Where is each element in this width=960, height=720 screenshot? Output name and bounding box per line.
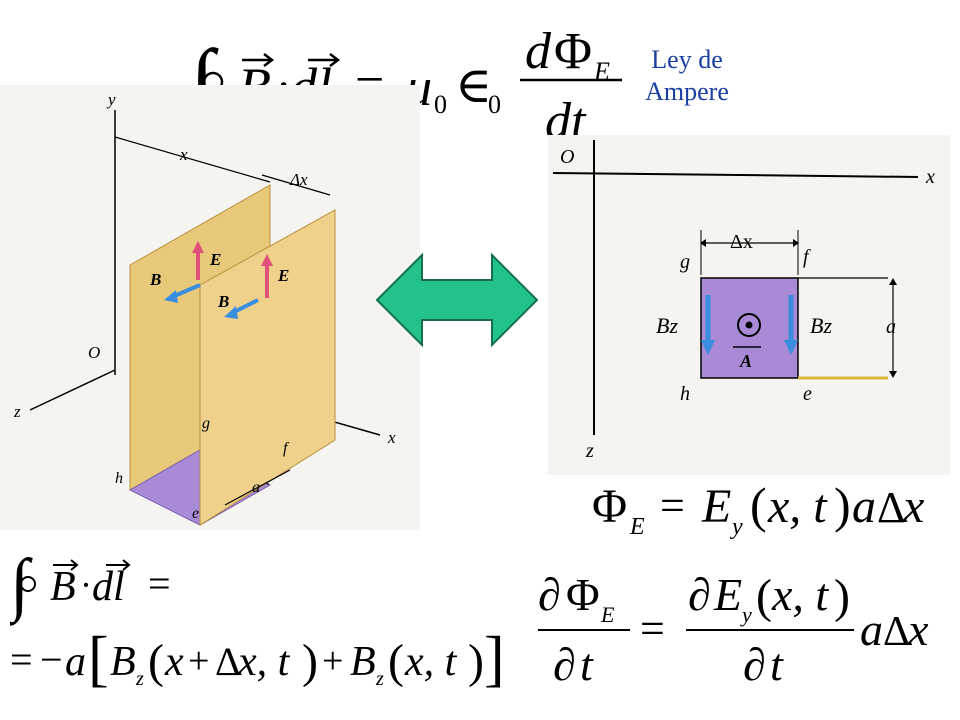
svg-text:x: x xyxy=(164,639,184,685)
corner-h: h xyxy=(115,470,123,487)
flux-equation: Φ E = E y ( x, t ) a Δ x xyxy=(592,477,924,540)
dx-dimension-label: Δx xyxy=(730,231,753,253)
svg-text:∂: ∂ xyxy=(688,569,711,620)
x-axis-label: x xyxy=(925,166,935,188)
corner-h: h xyxy=(680,383,690,405)
area-vector-label: A xyxy=(739,351,752,371)
svg-text:Φ: Φ xyxy=(554,23,592,80)
b-label-2: B xyxy=(217,292,229,311)
b-label-1: B xyxy=(149,270,161,289)
svg-text:]: ] xyxy=(484,625,505,693)
svg-text:z: z xyxy=(375,668,384,690)
svg-text:−: − xyxy=(40,637,63,682)
svg-text:a: a xyxy=(860,604,883,655)
corner-g: g xyxy=(680,251,690,273)
svg-text:t: t xyxy=(770,639,784,690)
svg-text:a: a xyxy=(852,480,876,533)
svg-text:+: + xyxy=(188,640,209,682)
corner-f: f xyxy=(803,246,811,268)
svg-text:Φ: Φ xyxy=(566,569,600,620)
svg-text:z: z xyxy=(135,668,144,690)
bz-label-right: Bz xyxy=(810,313,832,338)
law-label-line2: Ampere xyxy=(645,77,729,106)
svg-text:dl: dl xyxy=(92,564,125,610)
svg-text:x, t: x, t xyxy=(771,569,829,620)
svg-text:·: · xyxy=(80,565,92,605)
loop-integral-equation: ∫ B · dl = = − a [ B z ( x + Δ x, t ) + … xyxy=(10,546,505,693)
svg-text:Φ: Φ xyxy=(592,480,627,533)
svg-text:E: E xyxy=(593,57,610,86)
corner-e: e xyxy=(803,383,812,405)
equivalence-double-arrow xyxy=(375,252,539,348)
svg-text:): ) xyxy=(468,635,484,688)
plate-front xyxy=(199,209,336,526)
svg-text:(: ( xyxy=(750,477,767,533)
svg-text:=: = xyxy=(10,637,33,682)
svg-text:=: = xyxy=(640,604,665,653)
svg-text:x, t: x, t xyxy=(237,639,291,685)
a-dimension-label: a xyxy=(886,316,896,338)
svg-text:E: E xyxy=(713,569,742,620)
origin-label: O xyxy=(560,146,574,168)
svg-text:Δ: Δ xyxy=(877,483,905,532)
svg-text:x, t: x, t xyxy=(767,480,828,533)
svg-text:y: y xyxy=(740,602,752,627)
law-label: Ley de Ampere xyxy=(632,44,742,108)
svg-text:): ) xyxy=(834,570,850,623)
e-label-1: E xyxy=(209,250,221,269)
x-axis-label: x xyxy=(387,428,396,447)
corner-e: e xyxy=(192,505,199,522)
svg-text:=: = xyxy=(148,561,171,606)
svg-text:∂: ∂ xyxy=(553,639,576,690)
svg-text:E: E xyxy=(629,514,645,540)
svg-text:B: B xyxy=(50,564,76,610)
svg-text:0: 0 xyxy=(488,90,501,119)
corner-f: f xyxy=(283,440,290,457)
svg-text:d: d xyxy=(525,23,552,80)
svg-text:B: B xyxy=(110,639,136,685)
origin-label: O xyxy=(88,343,100,362)
svg-text:x: x xyxy=(902,480,924,533)
law-label-line1: Ley de xyxy=(651,45,723,74)
svg-text:): ) xyxy=(302,635,318,688)
svg-text:a: a xyxy=(65,639,86,685)
svg-text:): ) xyxy=(834,477,851,533)
svg-text:Δ: Δ xyxy=(215,639,241,684)
out-of-page-icon xyxy=(737,313,761,337)
svg-text:∂: ∂ xyxy=(743,639,766,690)
svg-text:E: E xyxy=(600,602,615,627)
svg-text:B: B xyxy=(350,639,376,685)
svg-text:y: y xyxy=(730,514,743,540)
svg-text:x, t: x, t xyxy=(404,639,458,685)
svg-text:0: 0 xyxy=(434,90,447,119)
svg-text:∂: ∂ xyxy=(538,569,561,620)
svg-text:∈: ∈ xyxy=(455,57,492,113)
z-axis-label: z xyxy=(13,402,21,421)
svg-text:t: t xyxy=(580,639,594,690)
flux-derivative-equation: ∂ Φ E ∂ t = ∂ E y ( x, t ) ∂ t a Δ x xyxy=(538,569,929,690)
x-axis xyxy=(552,172,919,178)
svg-text:+: + xyxy=(322,640,343,682)
a-dimension-label: a xyxy=(252,479,260,496)
e-label-2: E xyxy=(277,266,289,285)
loop-2d-diagram: x z O Δx a g f h e Bz Bz A xyxy=(548,135,950,475)
plates-3d-diagram: y x Δx z O x a g f h e E B E B xyxy=(0,85,420,530)
y-axis-label: y xyxy=(106,90,116,109)
svg-text:x: x xyxy=(907,604,929,655)
svg-text:(: ( xyxy=(148,635,164,688)
svg-text:E: E xyxy=(701,480,731,533)
svg-text:(: ( xyxy=(388,635,404,688)
svg-text:=: = xyxy=(660,481,685,530)
z-axis-label: z xyxy=(585,440,594,462)
svg-text:[: [ xyxy=(88,625,109,693)
x-dimension-label: x xyxy=(179,145,188,164)
svg-text:(: ( xyxy=(756,570,772,623)
z-axis xyxy=(29,369,116,411)
bz-label-left: Bz xyxy=(656,313,678,338)
corner-g: g xyxy=(202,415,210,432)
x-dimension-line xyxy=(114,136,271,183)
svg-text:Δ: Δ xyxy=(883,609,910,655)
